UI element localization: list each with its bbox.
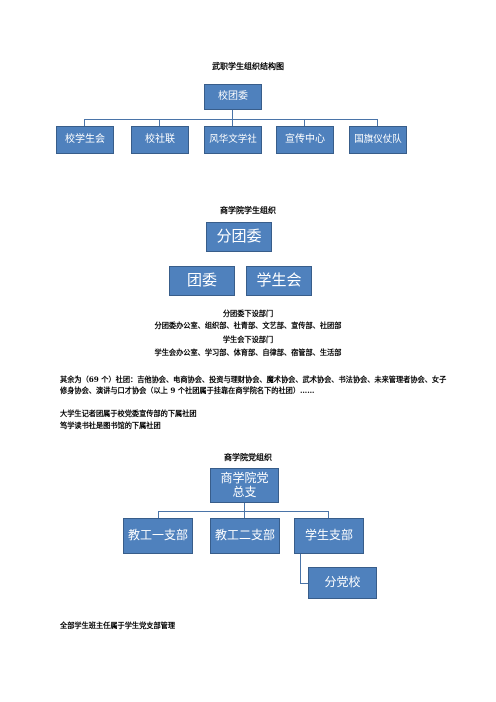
dept-line-1: 分团委下设部门: [222, 309, 274, 318]
dept-line-2: 分团委办公室、组织部、社青部、文艺部、宣传部、社团部: [154, 321, 342, 330]
box-label: 分团委: [216, 227, 262, 246]
connector: [244, 511, 245, 518]
chart1-title: 武职学生组织结构图: [212, 61, 284, 71]
reading-club-paragraph: 笃学读书社是图书馆的下属社团: [60, 421, 161, 430]
dept-line-3: 学生会下设部门: [222, 335, 274, 344]
box-label: 学生会: [256, 271, 302, 290]
org-box-student-council: 学生会: [246, 266, 312, 296]
connector: [158, 511, 329, 512]
org-box-student-union: 校学生会: [56, 126, 114, 154]
reporter-paragraph: 大学生记者团属于校党委宣传部的下属社团: [60, 409, 197, 418]
org-box-club-federation: 校社联: [131, 126, 189, 154]
box-label: 团委: [186, 271, 217, 290]
org-box-league: 团委: [169, 266, 235, 296]
box-label: 学生支部: [304, 528, 353, 543]
org-box-honor-guard: 国旗仪仗队: [349, 126, 407, 154]
connector: [84, 119, 378, 120]
org-box-literature-club: 风华文学社: [204, 126, 262, 154]
box-label: 教工二支部: [215, 528, 276, 543]
org-box-media-center: 宣传中心: [276, 126, 334, 154]
footer-note: 全部学生班主任属于学生党支部管理: [60, 621, 176, 630]
dept-line-4: 学生会办公室、学习部、体育部、自律部、宿管部、生活部: [154, 348, 342, 357]
org-box-staff-branch-1: 教工一支部: [123, 518, 193, 554]
connector: [377, 119, 378, 126]
box-label: 校学生会: [65, 134, 105, 146]
connector: [84, 119, 85, 126]
box-label: 分党校: [324, 575, 361, 590]
connector: [232, 110, 233, 119]
org-box-branch-league: 分团委: [206, 222, 272, 252]
box-label: 国旗仪仗队: [354, 133, 402, 145]
org-box-student-branch: 学生支部: [294, 518, 364, 554]
chart3-title: 商学院党组织: [224, 452, 272, 462]
connector: [159, 119, 160, 126]
connector: [244, 503, 245, 511]
connector: [300, 554, 301, 583]
connector: [232, 119, 233, 126]
chart2-title: 商学院学生组织: [220, 205, 276, 215]
org-box-school-league: 校团委: [204, 84, 262, 110]
connector: [158, 511, 159, 518]
box-label: 校团委: [218, 91, 248, 103]
box-label: 教工一支部: [128, 528, 189, 543]
org-box-staff-branch-2: 教工二支部: [210, 518, 280, 554]
org-box-party-school: 分党校: [308, 567, 377, 599]
box-label: 校社联: [145, 134, 175, 146]
box-label: 宣传中心: [285, 134, 325, 146]
clubs-paragraph: 其余为（69 个）社团：吉他协会、电商协会、投资与理财协会、魔术协会、武术协会、…: [60, 375, 447, 395]
box-label: 商学院党总支: [220, 470, 269, 499]
org-box-party-general-branch: 商学院党总支: [210, 468, 279, 503]
connector: [300, 583, 308, 584]
connector: [304, 119, 305, 126]
box-label: 风华文学社: [209, 133, 257, 145]
connector: [328, 511, 329, 518]
